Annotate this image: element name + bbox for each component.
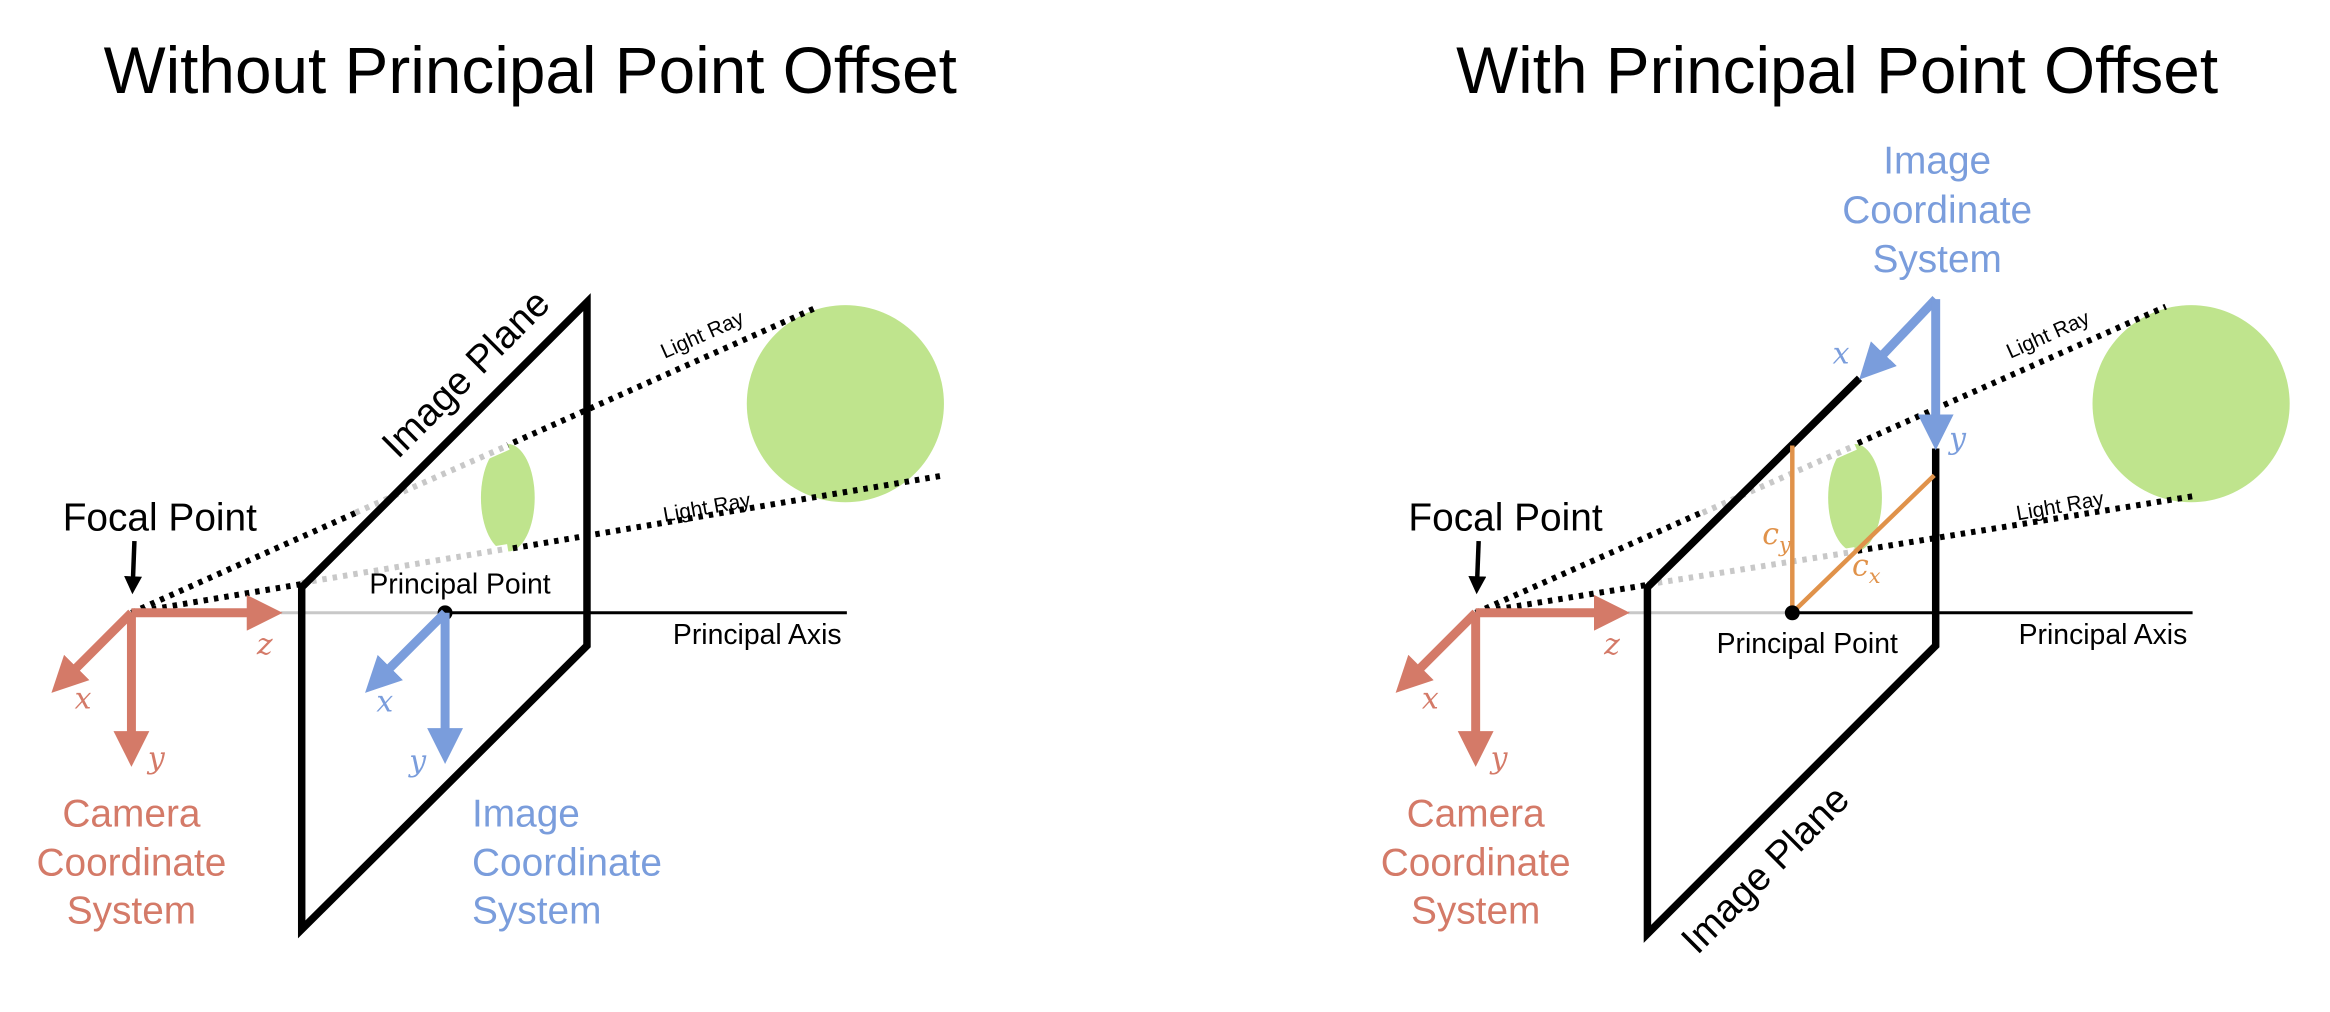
camera-axes: [51, 594, 283, 767]
camera-z-label: z: [1603, 628, 1620, 663]
light-ray-label: Light Ray: [2015, 487, 2107, 525]
camera-y-label: y: [146, 741, 166, 776]
object-circle: [746, 305, 944, 503]
right-panel: With Principal Point Offset Image Plane …: [1381, 34, 2290, 962]
image-plane-label: Image Plane: [1673, 778, 1858, 963]
light-ray-label: Light Ray: [2003, 306, 2094, 363]
focal-point-arrow-icon: [1468, 541, 1487, 595]
principal-point-label: Principal Point: [1717, 628, 1898, 660]
focal-point-label: Focal Point: [1408, 497, 1602, 540]
cx-offset-line: [1790, 473, 1936, 615]
light-ray-label: Light Ray: [657, 306, 748, 363]
camera-y-label: y: [1489, 741, 1509, 776]
camera-z-label: z: [256, 628, 273, 663]
principal-point-label: Principal Point: [369, 568, 550, 600]
focal-point-label: Focal Point: [63, 497, 257, 540]
camera-x-label: x: [1422, 681, 1439, 716]
left-title: Without Principal Point Offset: [104, 34, 957, 107]
image-plane-label: Image Plane: [374, 282, 559, 467]
image-x-label: x: [1833, 336, 1850, 371]
image-y-label: y: [407, 744, 427, 779]
object-circle: [2092, 305, 2290, 503]
principal-axis-label: Principal Axis: [2019, 619, 2188, 651]
image-x-label: x: [376, 684, 393, 719]
left-panel: Without Principal Point Offset Image Pla…: [36, 34, 957, 939]
principal-axis-label: Principal Axis: [673, 619, 842, 651]
projected-object: [1828, 444, 1882, 552]
image-plane: [297, 293, 591, 939]
image-plane: [1643, 375, 1940, 943]
projected-object: [480, 444, 535, 552]
image-axes: [365, 609, 464, 764]
focal-point-arrow-icon: [124, 541, 143, 595]
light-ray-label: Light Ray: [661, 489, 753, 527]
image-y-label: y: [1947, 421, 1967, 456]
camera-axes: [1395, 594, 1630, 767]
cx-label: cx: [1852, 548, 1881, 587]
camera-x-label: x: [75, 681, 92, 716]
light-ray-lower: [130, 472, 945, 616]
principal-point-dot: [1784, 605, 1800, 621]
image-axes: [1859, 296, 1954, 451]
cy-label: cy: [1762, 517, 1792, 556]
right-title: With Principal Point Offset: [1456, 34, 2218, 107]
